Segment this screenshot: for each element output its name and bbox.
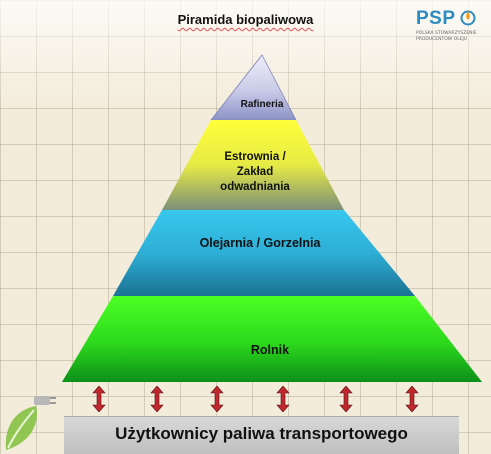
double-arrow-icon (150, 386, 164, 412)
level-olejarnia (113, 210, 415, 296)
logo-subtitle: Polska Stowarzyszenie Producentów Oleju (416, 31, 477, 42)
label-estrownia-line-3: odwadniania (220, 181, 290, 193)
double-arrow-icon (405, 386, 419, 412)
logo-mark: PSP (416, 8, 486, 30)
oil-drop-icon (460, 10, 476, 26)
double-arrow-icon (339, 386, 353, 412)
label-olejarnia: Olejarnia / Gorzelnia (199, 236, 321, 250)
psp-logo: PSP Polska Stowarzyszenie Producentów Ol… (416, 8, 486, 60)
double-arrow-icon (276, 386, 290, 412)
label-estrownia-line-1: Estrownia / (224, 151, 286, 163)
label-estrownia-line-2: Zakład (236, 166, 274, 178)
label-estrownia: Estrownia / Zakład odwadniania (200, 150, 310, 195)
level-rolnik (62, 296, 482, 382)
level-estrownia (162, 120, 344, 210)
users-bar (64, 416, 459, 454)
level-rafineria (210, 54, 297, 121)
label-rolnik: Rolnik (250, 343, 290, 357)
double-arrow-icon (210, 386, 224, 412)
label-rafineria: Rafineria (240, 99, 284, 110)
page-title: Piramida biopaliwowa (0, 12, 491, 27)
users-label: Użytkownicy paliwa transportowego (115, 424, 408, 443)
leaf-plug-icon (5, 396, 56, 450)
logo-text: PSP (416, 8, 456, 29)
title-text: Piramida biopaliwowa (177, 12, 314, 27)
double-arrow-icon (92, 386, 106, 412)
